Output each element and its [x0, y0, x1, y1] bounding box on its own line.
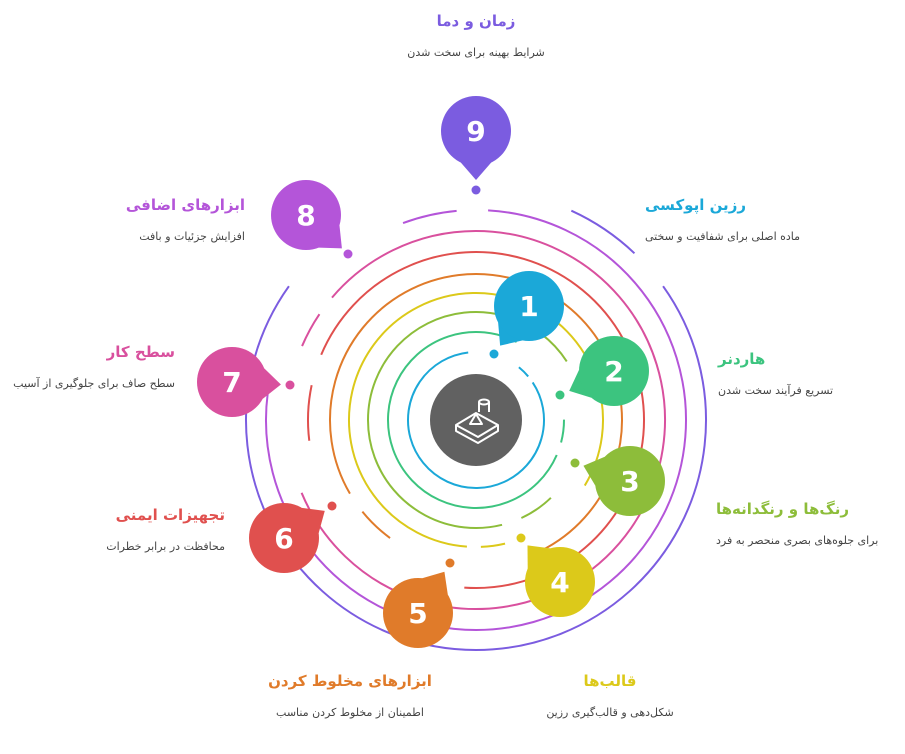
step-label-6: تجهیزات ایمنی محافظت در برابر خطرات	[25, 506, 225, 555]
step-title: زمان و دما	[436, 12, 516, 30]
step-number: 5	[408, 597, 427, 630]
step-bubble-7	[197, 347, 267, 417]
step-title: سطح کار	[106, 343, 175, 361]
ring-arc-2	[387, 331, 558, 509]
step-bubble-2	[579, 336, 649, 406]
step-number: 6	[274, 522, 293, 555]
step-label-5: ابزارهای مخلوط کردن اطمینان از مخلوط کردن…	[250, 672, 450, 721]
ring-dot	[445, 558, 455, 568]
ring-dot	[471, 185, 481, 195]
ring-arc-1	[518, 366, 529, 378]
step-title: رنگ‌ها و رنگدانه‌ها	[716, 500, 849, 518]
step-label-7: سطح کار سطح صاف برای جلوگیری از آسیب	[0, 343, 175, 392]
ring-arc-1	[407, 351, 545, 489]
ring-dot	[555, 390, 565, 400]
step-label-9: زمان و دما شرایط بهینه برای سخت شدن	[376, 12, 576, 61]
step-bubble-4	[525, 547, 595, 617]
step-number: 1	[519, 290, 538, 323]
ring-arc-6	[307, 384, 313, 441]
step-title: هاردنر	[718, 350, 766, 368]
step-label-1: رزین اپوکسی ماده اصلی برای شفافیت و سختی	[645, 196, 845, 245]
step-number: 8	[296, 199, 315, 232]
step-number: 7	[222, 366, 241, 399]
step-bubble-3	[595, 446, 665, 516]
step-title: قالب‌ها	[583, 672, 637, 690]
step-description: اطمینان از مخلوط کردن مناسب	[276, 706, 424, 719]
step-bubble-8	[271, 180, 341, 250]
bubble-pointer	[262, 368, 281, 399]
ring-arc-8	[402, 209, 457, 225]
step-title: تجهیزات ایمنی	[115, 506, 225, 524]
step-label-8: ابزارهای اضافی افزایش جزئیات و بافت	[45, 196, 245, 245]
step-title: ابزارهای مخلوط کردن	[268, 672, 432, 690]
ring-dot	[570, 458, 580, 468]
step-description: تسریع فرآیند سخت شدن	[718, 384, 834, 397]
step-description: شرایط بهینه برای سخت شدن	[407, 46, 545, 59]
center-circle	[430, 374, 522, 466]
step-label-3: رنگ‌ها و رنگدانه‌ها برای جلوه‌های بصری من…	[716, 500, 905, 549]
ring-arc-4	[480, 542, 506, 548]
ring-arc-2	[560, 419, 565, 443]
step-number: 3	[620, 465, 639, 498]
step-description: محافظت در برابر خطرات	[106, 540, 225, 553]
ring-arc-7	[301, 313, 321, 347]
step-title: ابزارهای اضافی	[125, 196, 245, 214]
step-bubble-1	[494, 271, 564, 341]
ring-arc-9	[570, 209, 636, 255]
ring-dot	[343, 249, 353, 259]
step-number: 4	[550, 566, 569, 599]
ring-dot	[327, 501, 337, 511]
ring-arc-5	[361, 511, 391, 539]
step-description: افزایش جزئیات و بافت	[139, 230, 245, 243]
step-description: ماده اصلی برای شفافیت و سختی	[645, 230, 801, 243]
step-bubble-6	[249, 503, 319, 573]
step-number: 9	[466, 115, 485, 148]
ring-dot	[285, 380, 295, 390]
ring-dot	[516, 533, 526, 543]
step-description: سطح صاف برای جلوگیری از آسیب	[13, 377, 175, 390]
ring-arc-9	[245, 285, 707, 651]
ring-dot	[489, 349, 499, 359]
ring-arc-3	[520, 497, 552, 519]
step-number: 2	[604, 355, 623, 388]
step-description: شکل‌دهی و قالب‌گیری رزین	[546, 706, 674, 719]
resin-mold-icon	[455, 398, 499, 444]
step-label-4: قالب‌ها شکل‌دهی و قالب‌گیری رزین	[510, 672, 710, 721]
bubble-pointer	[460, 162, 492, 180]
step-description: برای جلوه‌های بصری منحصر به فرد	[716, 534, 879, 547]
step-title: رزین اپوکسی	[645, 196, 746, 214]
step-label-2: هاردنر تسریع فرآیند سخت شدن	[718, 350, 905, 399]
step-bubble-9	[441, 96, 511, 166]
step-bubble-5	[383, 578, 453, 648]
